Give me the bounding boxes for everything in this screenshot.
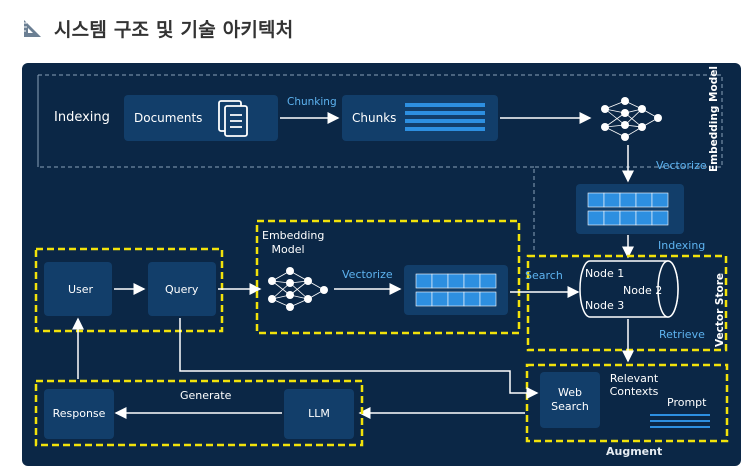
vector-store-highlight xyxy=(526,254,728,352)
search-label: Search xyxy=(525,269,563,282)
embedding-model-side-label: Embedding Model xyxy=(708,66,720,172)
documents-icon xyxy=(218,100,248,137)
page-title: 시스템 구조 및 기술 아키텍처 xyxy=(54,18,294,41)
node1-label: Node 1 xyxy=(585,267,625,280)
retrieve-label: Retrieve xyxy=(659,328,705,341)
embedding-model-label-line2: Model xyxy=(271,243,305,256)
prompt-label: Prompt xyxy=(667,396,707,409)
rag-architecture-diagram: Indexing Documents Chunking Chunks Vecto… xyxy=(22,63,741,466)
node3-label: Node 3 xyxy=(585,299,625,312)
query-box xyxy=(148,262,216,316)
web-search-line1: Web xyxy=(558,386,582,399)
indexing-arrow-label: Indexing xyxy=(658,239,706,252)
augment-highlight xyxy=(525,363,729,443)
response-box xyxy=(44,389,114,439)
vector-store-label: Vector Store xyxy=(714,272,726,348)
chunks-stack xyxy=(405,103,485,131)
section-header: 시스템 구조 및 기술 아키텍처 xyxy=(22,14,293,42)
indexing-region xyxy=(37,74,723,253)
embedding-model-label-line1: Embedding xyxy=(262,229,325,242)
top-vector-box xyxy=(576,184,684,234)
embedding-model-top-icon xyxy=(604,100,659,138)
user-box xyxy=(44,262,112,316)
relevant-contexts-line1: Relevant xyxy=(609,372,659,385)
llm-box xyxy=(284,389,354,439)
prompt-lines xyxy=(650,414,710,428)
mid-vector-box xyxy=(404,265,508,315)
vectorize-top-label: Vectorize xyxy=(656,159,707,172)
embedding-model-mid-icon xyxy=(271,270,325,308)
llm-label: LLM xyxy=(308,407,330,420)
mid-vector-cells xyxy=(415,273,497,307)
top-vector-cells xyxy=(587,192,669,226)
relevant-contexts-line2: Contexts xyxy=(609,385,659,398)
chunks-label: Chunks xyxy=(352,111,397,125)
user-label: User xyxy=(68,283,94,296)
vectorize-mid-label: Vectorize xyxy=(342,268,393,281)
response-llm-highlight xyxy=(34,379,364,447)
web-search-line2: Search xyxy=(551,400,589,413)
query-label: Query xyxy=(165,283,199,296)
indexing-label: Indexing xyxy=(54,110,110,125)
augment-label: Augment xyxy=(606,445,663,458)
ruler-triangle-icon xyxy=(24,20,41,37)
web-search-box xyxy=(540,372,600,428)
node2-label: Node 2 xyxy=(623,284,663,297)
response-label: Response xyxy=(52,407,106,420)
generate-label: Generate xyxy=(180,389,232,402)
documents-label: Documents xyxy=(134,111,203,125)
user-query-highlight xyxy=(34,247,224,333)
chunking-label: Chunking xyxy=(287,96,337,108)
vector-store-cylinder xyxy=(579,260,679,318)
